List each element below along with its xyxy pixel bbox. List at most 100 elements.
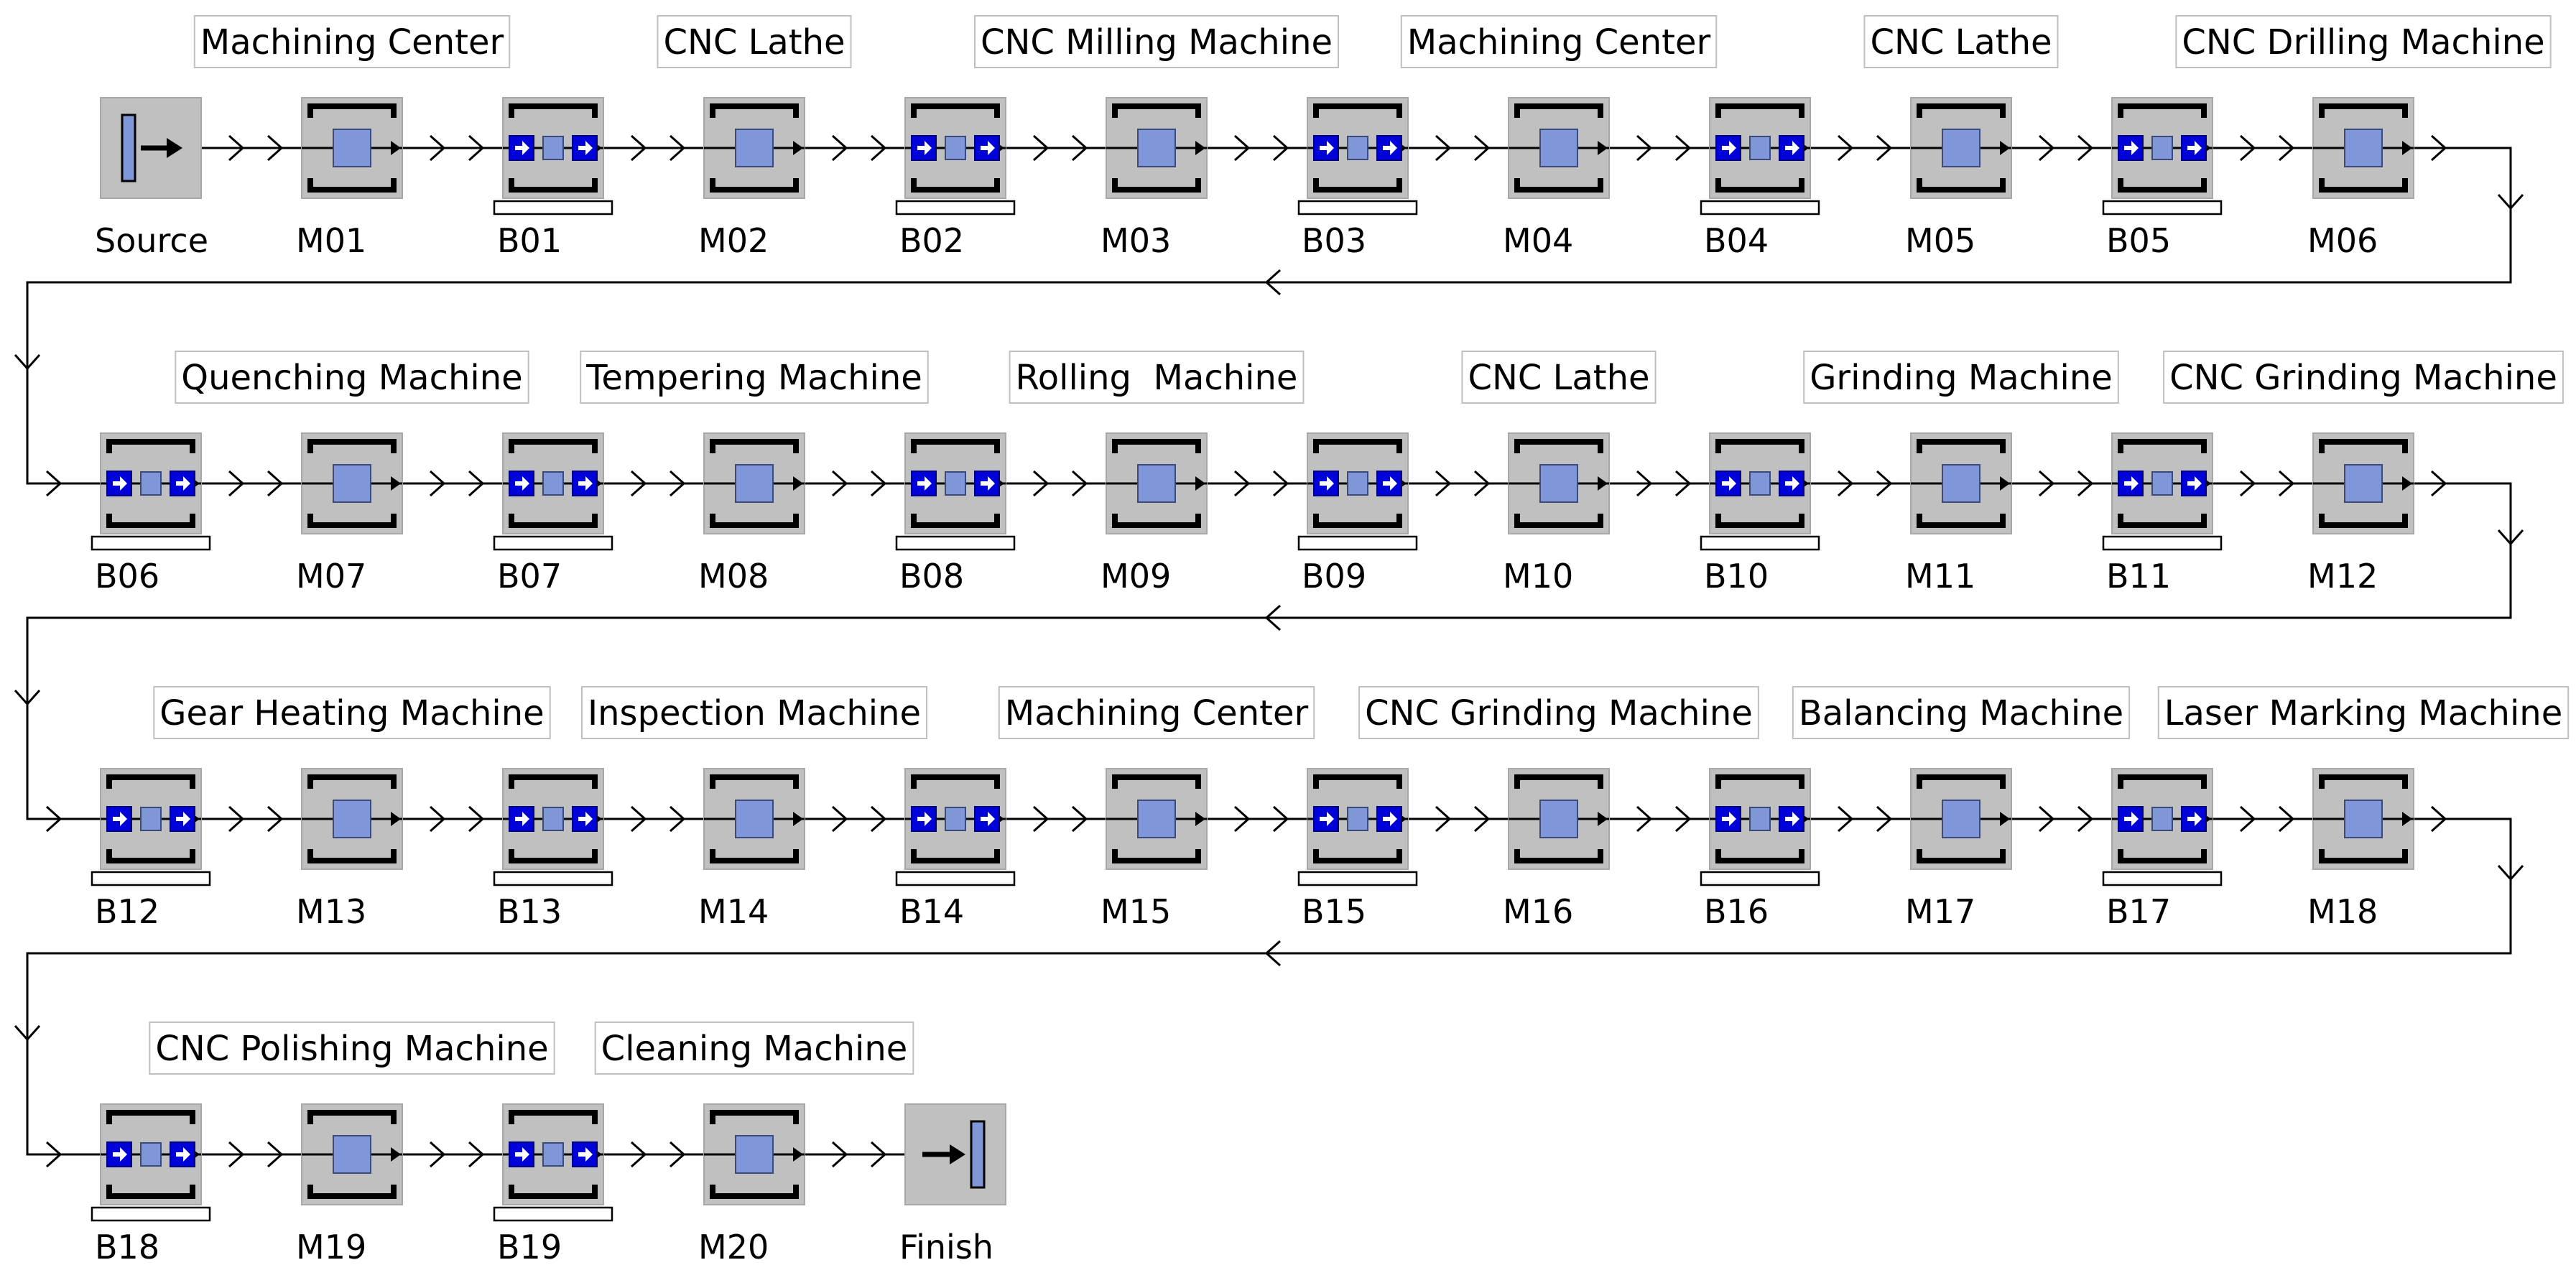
- label-box: [594, 1022, 914, 1075]
- buffer-arrow-icon: [1785, 476, 1799, 491]
- buffer-slot-icon: [1313, 135, 1339, 161]
- machine-block-icon: [735, 800, 774, 838]
- buffer-capacity-bar: [1700, 200, 1820, 216]
- label-box: [1358, 686, 1759, 739]
- flow-arrow: [1272, 805, 1289, 833]
- buffer-capacity-bar: [1297, 535, 1418, 551]
- flow-arrow: [1071, 134, 1088, 162]
- label-box: [193, 15, 511, 68]
- buffer-arrow-icon: [981, 812, 995, 826]
- label-box: [2157, 686, 2570, 739]
- machine-description-label: CNC Milling Machine: [973, 15, 1340, 68]
- machine-description-text: Tempering Machine: [585, 358, 922, 398]
- node-code-label: B18: [95, 1228, 159, 1266]
- icon-top-bracket: [1112, 774, 1201, 789]
- flow-arrow: [14, 689, 41, 706]
- icon-bottom-bracket: [710, 514, 799, 528]
- icon-bottom-bracket: [1313, 849, 1402, 863]
- buffer-center-block: [2151, 807, 2173, 831]
- buffer-arrow-icon: [2187, 141, 2202, 155]
- output-arrow-icon: [793, 1147, 803, 1162]
- buffer-slot-icon: [572, 806, 598, 832]
- buffer-center-block: [945, 807, 966, 831]
- buffer-arrow-icon: [1383, 812, 1397, 826]
- label-box: [1803, 351, 2119, 404]
- icon-bottom-bracket: [307, 178, 397, 193]
- machine-description-label: Balancing Machine: [1792, 686, 2131, 739]
- machine-description-label: Machining Center: [1400, 15, 1718, 68]
- flow-arrow: [468, 134, 485, 162]
- icon-bottom-bracket: [1917, 514, 2006, 528]
- icon-bottom-bracket: [1112, 849, 1201, 863]
- node-code-label: B14: [899, 892, 964, 931]
- icon-top-bracket: [307, 103, 397, 118]
- icon-top-bracket: [1715, 103, 1804, 118]
- buffer-center-block: [1749, 471, 1771, 496]
- node-b12: B12: [91, 768, 211, 931]
- node-code-label: B16: [1704, 892, 1769, 931]
- flow-arrow: [14, 1024, 41, 1042]
- icon-top-bracket: [2118, 439, 2207, 453]
- output-arrow-icon: [793, 476, 803, 491]
- node-code-label: M01: [296, 221, 366, 260]
- buffer-center-block: [2151, 136, 2173, 160]
- flow-arrow: [1473, 470, 1491, 497]
- machine-block-icon: [1137, 464, 1176, 503]
- buffer-capacity-bar: [895, 535, 1016, 551]
- flow-arrow: [1837, 470, 1854, 497]
- label-box: [1400, 15, 1718, 68]
- flow-arrow: [2278, 470, 2295, 497]
- machine-block-icon: [333, 464, 371, 503]
- icon-bottom-bracket: [2118, 849, 2207, 863]
- flow-arrow: [1636, 805, 1653, 833]
- node-code-label: B10: [1704, 557, 1769, 596]
- icon-top-bracket: [1514, 774, 1603, 789]
- node-code-label: M04: [1503, 221, 1573, 260]
- icon-bottom-bracket: [1715, 849, 1804, 863]
- flow-arrow: [2239, 805, 2256, 833]
- machine-block-icon: [1539, 800, 1578, 838]
- buffer-arrow-icon: [2124, 476, 2139, 491]
- node-code-label: M10: [1503, 557, 1573, 596]
- node-code-label: M17: [1905, 892, 1975, 931]
- flow-arrow: [2497, 529, 2524, 546]
- flow-arrow: [1233, 134, 1251, 162]
- buffer-arrow-icon: [515, 812, 529, 826]
- icon-bottom-bracket: [1917, 849, 2006, 863]
- node-b03: B03: [1297, 97, 1418, 260]
- icon-top-bracket: [1112, 103, 1201, 118]
- buffer-center-block: [945, 136, 966, 160]
- machine-block-icon: [735, 1135, 774, 1174]
- flow-arrow: [1272, 134, 1289, 162]
- icon-top-bracket: [509, 439, 598, 453]
- node-code-label: M07: [296, 557, 366, 596]
- icon-bottom-bracket: [2319, 849, 2408, 863]
- buffer-arrow-icon: [2187, 812, 2202, 826]
- icon-bottom-bracket: [106, 849, 195, 863]
- buffer-capacity-bar: [895, 200, 1016, 216]
- buffer-center-block: [1347, 807, 1368, 831]
- machine-description-text: Rolling Machine: [1016, 358, 1298, 398]
- machine-description-label: Rolling Machine: [1009, 351, 1305, 404]
- drain-arrow-icon: [950, 1144, 965, 1164]
- flow-arrow: [2430, 134, 2447, 162]
- flow-arrow: [2038, 134, 2055, 162]
- machine-description-text: Machining Center: [1005, 693, 1309, 733]
- node-code-label: M02: [698, 221, 769, 260]
- node-b14: B14: [895, 768, 1016, 931]
- buffer-arrow-icon: [1320, 141, 1334, 155]
- machine-description-label: Inspection Machine: [580, 686, 928, 739]
- icon-top-bracket: [509, 103, 598, 118]
- buffer-center-block: [140, 471, 162, 496]
- flow-arrow: [2239, 134, 2256, 162]
- icon-bottom-bracket: [911, 514, 1000, 528]
- machine-description-text: Grinding Machine: [1810, 358, 2113, 398]
- machine-description-label: CNC Grinding Machine: [2163, 351, 2564, 404]
- flow-arrow: [2077, 805, 2094, 833]
- icon-bottom-bracket: [911, 178, 1000, 193]
- node-b16: B16: [1700, 768, 1820, 931]
